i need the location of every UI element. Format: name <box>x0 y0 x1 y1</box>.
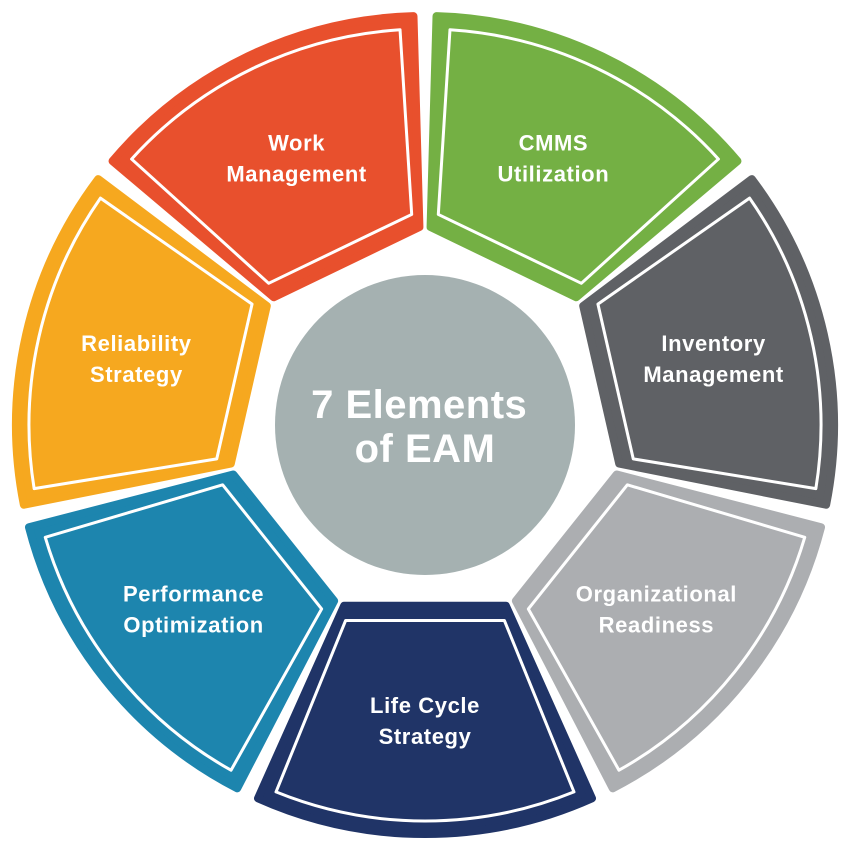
segment-life-cycle-strategy-shape <box>253 601 597 838</box>
segment-cmms-utilization: CMMS Utilization <box>426 12 742 302</box>
segment-organizational-readiness-label-line1: Organizational <box>576 582 737 607</box>
segment-inventory-management-label-line2: Management <box>643 362 784 387</box>
segment-cmms-utilization-label-line1: CMMS <box>519 130 589 155</box>
center-title-line1: 7 Elements <box>311 383 527 427</box>
segment-performance-optimization-label-line2: Optimization <box>123 613 263 638</box>
segment-life-cycle-strategy-label-line2: Strategy <box>379 724 472 749</box>
center-circle <box>275 275 575 575</box>
segment-organizational-readiness-label-line2: Readiness <box>599 613 714 638</box>
center-title: 7 Elements of EAM <box>311 383 539 471</box>
segment-work-management-shape <box>108 12 424 302</box>
segment-life-cycle-strategy-inner-border <box>274 619 576 823</box>
segment-cmms-utilization-shape <box>426 12 742 302</box>
segment-inventory-management-shape <box>579 175 838 509</box>
segment-organizational-readiness-inner-border <box>526 483 807 772</box>
segment-reliability-strategy-shape <box>12 175 271 509</box>
segment-cmms-utilization-label: CMMS Utilization <box>498 130 610 186</box>
segment-performance-optimization-inner-border <box>43 483 324 772</box>
segment-inventory-management-inner-border <box>596 196 823 491</box>
segment-performance-optimization-shape <box>24 470 339 793</box>
segment-cmms-utilization-label-line2: Utilization <box>498 161 610 186</box>
segment-reliability-strategy-label-line1: Reliability <box>81 331 192 356</box>
center-title-line2: of EAM <box>355 427 496 471</box>
segment-work-management-label-line2: Management <box>226 161 367 186</box>
segment-reliability-strategy-label-line2: Strategy <box>90 362 183 387</box>
segment-cmms-utilization-inner-border <box>436 28 720 285</box>
segment-work-management-label-line1: Work <box>268 130 325 155</box>
segment-performance-optimization-label-line1: Performance <box>123 582 264 607</box>
segment-organizational-readiness-shape <box>511 470 826 793</box>
segment-work-management-inner-border <box>130 28 414 285</box>
segment-reliability-strategy-inner-border <box>27 196 254 491</box>
segment-inventory-management-label-line1: Inventory <box>661 331 766 356</box>
segment-life-cycle-strategy-label-line1: Life Cycle <box>370 693 480 718</box>
